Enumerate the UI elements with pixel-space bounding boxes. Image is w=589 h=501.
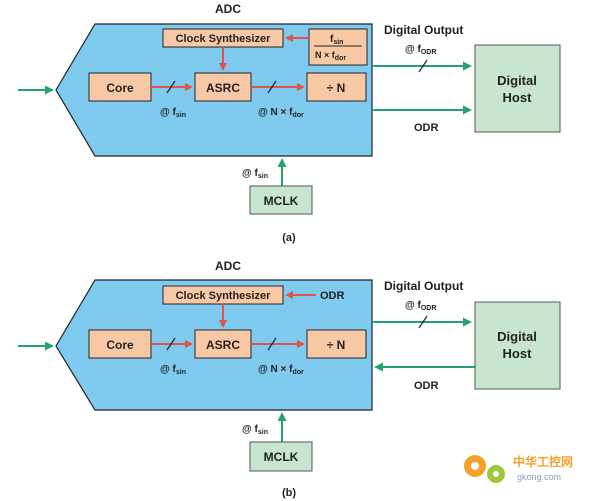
ratio-denominator: N × fdor: [315, 50, 346, 62]
mclk-label: MCLK: [264, 450, 299, 464]
bus-slash: [166, 337, 176, 351]
host-label-line1: Digital: [497, 73, 537, 88]
asrc-block: [194, 329, 252, 359]
mclk-rate-label: @ fsin: [242, 168, 268, 180]
clock-synthesizer-label: Clock Synthesizer: [176, 290, 271, 302]
core-label: Core: [106, 338, 134, 352]
asrc-rate-label: @ N × fdor: [258, 107, 304, 119]
bus-slash: [267, 80, 277, 94]
caption-b: (b): [282, 487, 296, 499]
watermark-cn-text: 中华工控网: [513, 454, 573, 469]
watermark-url-text: gkong.com: [517, 472, 561, 482]
host-label-line2: Host: [503, 346, 533, 361]
digital-host-block: [474, 44, 561, 133]
mclk-label: MCLK: [264, 194, 299, 208]
mclk-block: [249, 185, 313, 215]
clock-synthesizer-label: Clock Synthesizer: [176, 33, 271, 45]
digital-output-label: Digital Output: [384, 279, 463, 293]
host-label-line2: Host: [503, 90, 533, 105]
core-rate-label: @ fsin: [160, 107, 186, 119]
divide-n-label: ÷ N: [327, 81, 346, 95]
ratio-block: [308, 28, 368, 66]
core-block: [88, 329, 152, 359]
odr-label: ODR: [414, 122, 439, 134]
diagram-b: ADC Clock Synthesizer ODR Core ASRC ÷ N …: [18, 259, 561, 499]
asrc-label: ASRC: [206, 338, 240, 352]
watermark: 中华工控网 gkong.com: [464, 454, 573, 483]
ratio-numerator: fsin: [330, 34, 343, 46]
output-rate-label: @ fODR: [405, 44, 436, 56]
gear-icon: [464, 455, 505, 483]
divide-n-label: ÷ N: [327, 338, 346, 352]
odr-label: ODR: [414, 380, 439, 392]
bus-slash: [418, 59, 428, 73]
host-label-line1: Digital: [497, 329, 537, 344]
caption-a: (a): [282, 232, 296, 244]
odr-clock-input-label: ODR: [320, 290, 345, 302]
asrc-label: ASRC: [206, 81, 240, 95]
core-block: [88, 72, 152, 102]
divide-n-block: [306, 329, 367, 359]
bus-slash: [418, 315, 428, 329]
digital-host-block: [474, 301, 561, 390]
diagram-a: ADC Clock Synthesizer fsin N × fdor Core…: [18, 2, 561, 244]
asrc-rate-label: @ N × fdor: [258, 364, 304, 376]
core-rate-label: @ fsin: [160, 364, 186, 376]
bus-slash: [267, 337, 277, 351]
adc-title: ADC: [215, 2, 241, 16]
mclk-block: [249, 441, 313, 472]
divide-n-block: [306, 72, 367, 102]
output-rate-label: @ fODR: [405, 300, 436, 312]
adc-title: ADC: [215, 259, 241, 273]
mclk-rate-label: @ fsin: [242, 424, 268, 436]
digital-output-label: Digital Output: [384, 23, 463, 37]
bus-slash: [166, 80, 176, 94]
core-label: Core: [106, 81, 134, 95]
